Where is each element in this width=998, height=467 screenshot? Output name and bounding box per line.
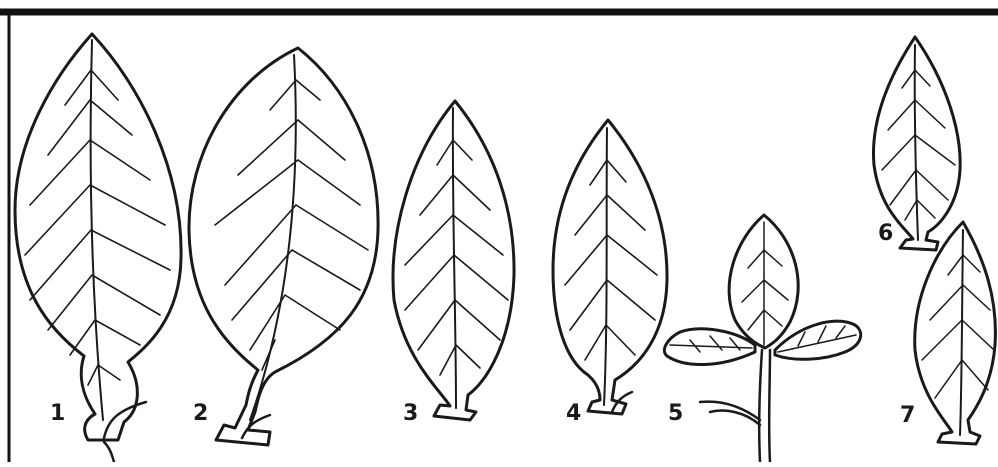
leaf-6-label: 6 <box>878 221 893 246</box>
leaf-5-label: 5 <box>668 401 683 426</box>
leaf-2-label: 2 <box>193 401 208 426</box>
leaf-4-label: 4 <box>566 401 581 426</box>
leaf-1-label: 1 <box>50 401 65 426</box>
leaf-3-label: 3 <box>403 401 418 426</box>
leaf-7-label: 7 <box>900 403 915 428</box>
